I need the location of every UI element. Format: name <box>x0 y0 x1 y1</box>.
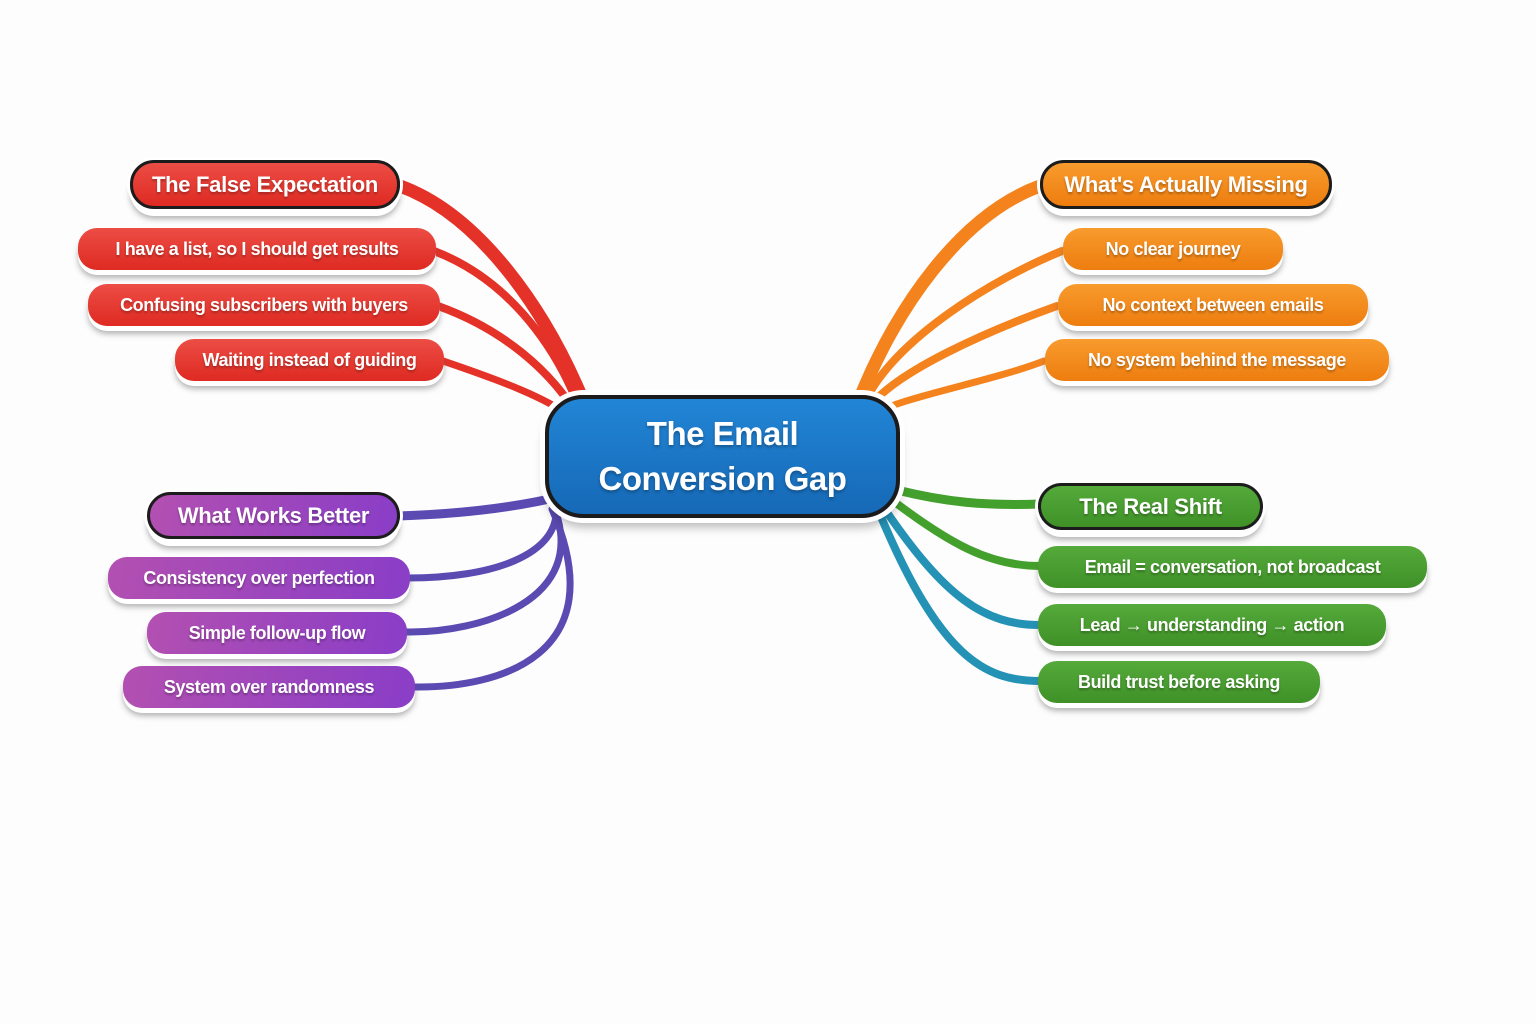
node-label: Lead → understanding → action <box>1079 614 1345 635</box>
node-no-clear-journey[interactable]: No clear journey <box>1063 228 1283 270</box>
connector-teal-item-3 <box>875 508 1044 685</box>
branch-label: The Real Shift <box>1079 493 1222 519</box>
connector-orange-item-3 <box>866 357 1048 420</box>
connector-green-item-1 <box>888 496 1044 570</box>
central-title-line1: The Email <box>646 414 799 452</box>
connector-green-header <box>892 485 1045 509</box>
connector-purple-header <box>393 493 559 521</box>
branch-whats-actually-missing[interactable]: What's Actually Missing <box>1040 160 1332 209</box>
central-node[interactable]: The Email Conversion Gap <box>545 395 900 518</box>
node-label: Waiting instead of guiding <box>202 349 417 370</box>
node-no-system-behind-message[interactable]: No system behind the message <box>1045 339 1389 381</box>
branch-label: The False Expectation <box>152 171 378 197</box>
node-label: Confusing subscribers with buyers <box>120 294 408 315</box>
central-title-line2: Conversion Gap <box>598 459 847 497</box>
connector-teal-item-2 <box>880 504 1044 629</box>
node-consistency-over-perfection[interactable]: Consistency over perfection <box>108 557 410 599</box>
node-label: Email = conversation, not broadcast <box>1084 556 1381 577</box>
branch-label: What Works Better <box>177 502 370 528</box>
connector-orange-item-1 <box>860 247 1066 408</box>
node-label: Consistency over perfection <box>143 567 375 588</box>
node-label: System over randomness <box>163 676 375 697</box>
node-have-list-get-results[interactable]: I have a list, so I should get results <box>78 228 436 270</box>
connector-red-item-3 <box>439 357 574 420</box>
connector-red-item-2 <box>434 302 578 414</box>
node-no-context-between-emails[interactable]: No context between emails <box>1058 284 1368 326</box>
node-lead-understanding-action[interactable]: Lead → understanding → action <box>1038 604 1386 646</box>
connector-purple-item-3 <box>411 505 574 691</box>
connector-red-header <box>393 179 589 405</box>
node-label: Build trust before asking <box>1077 671 1281 692</box>
node-simple-follow-up-flow[interactable]: Simple follow-up flow <box>147 612 407 654</box>
branch-false-expectation[interactable]: The False Expectation <box>130 160 400 209</box>
branch-label: What's Actually Missing <box>1064 171 1308 197</box>
connector-red-item-1 <box>430 247 582 408</box>
node-label: No context between emails <box>1102 294 1324 315</box>
node-label: No system behind the message <box>1088 349 1346 370</box>
branch-the-real-shift[interactable]: The Real Shift <box>1038 483 1263 530</box>
node-email-conversation-not-broadcast[interactable]: Email = conversation, not broadcast <box>1038 546 1427 588</box>
node-label: No clear journey <box>1105 238 1241 259</box>
branch-what-works-better[interactable]: What Works Better <box>147 492 400 539</box>
node-build-trust-before-asking[interactable]: Build trust before asking <box>1038 661 1320 703</box>
connector-orange-header <box>853 179 1047 405</box>
node-confusing-subscribers[interactable]: Confusing subscribers with buyers <box>88 284 440 326</box>
node-waiting-instead-guiding[interactable]: Waiting instead of guiding <box>175 339 444 381</box>
node-label: I have a list, so I should get results <box>115 238 399 259</box>
node-label: Simple follow-up flow <box>188 622 366 643</box>
node-system-over-randomness[interactable]: System over randomness <box>123 666 415 708</box>
connector-orange-item-2 <box>863 302 1061 414</box>
